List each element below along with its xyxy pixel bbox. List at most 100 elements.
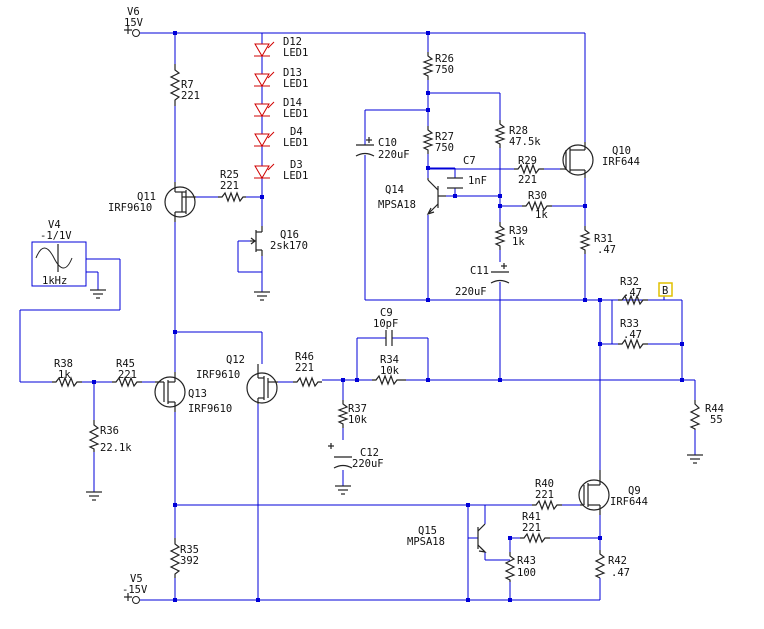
ground-r44	[687, 454, 703, 464]
r33-label: R33	[620, 318, 639, 330]
capacitor-c7-symbol	[447, 177, 463, 189]
c10-value: 220uF	[378, 149, 410, 161]
resistor-r42-symbol	[594, 550, 606, 579]
r36-label: R36	[100, 425, 119, 437]
led-d12-symbol	[254, 41, 275, 57]
d3-model: LED1	[283, 170, 308, 182]
capacitor-c10-symbol	[355, 137, 375, 157]
q13-label: Q13	[188, 388, 207, 400]
ground-v4	[90, 289, 106, 299]
c12-value: 220uF	[352, 458, 384, 470]
supply-v5-symbol	[124, 593, 140, 604]
r40-value: 221	[535, 489, 554, 501]
q16-label: Q16	[280, 229, 299, 241]
c12-label: C12	[360, 447, 379, 459]
r32-label: R32	[620, 276, 639, 288]
r39-label: R39	[509, 225, 528, 237]
r28-value: 47.5k	[509, 136, 541, 148]
v4-id: V4	[48, 219, 61, 231]
transistor-q10-symbol	[560, 142, 594, 178]
r35-label: R35	[180, 544, 199, 556]
r45-label: R45	[116, 358, 135, 370]
resistor-r34-symbol	[372, 374, 406, 386]
resistor-r28-symbol	[494, 120, 506, 148]
r34-value: 10k	[380, 365, 400, 377]
led-d3-symbol	[254, 163, 275, 179]
led-d13-symbol	[254, 71, 275, 87]
resistor-r31-symbol	[579, 226, 591, 254]
wires	[19, 32, 696, 601]
r44-label: R44	[705, 403, 724, 415]
q16-model: 2sk170	[270, 240, 308, 252]
v5-id: V5	[130, 573, 143, 585]
led-d14-symbol	[254, 101, 275, 117]
r30-value: 1k	[535, 209, 548, 221]
q14-model: MPSA18	[378, 199, 416, 211]
v6-id: V6	[127, 6, 140, 18]
q15-label: Q15	[418, 525, 437, 537]
capacitor-c11-symbol	[490, 263, 510, 284]
r41-label: R41	[522, 511, 541, 523]
q14-label: Q14	[385, 184, 404, 196]
r36-value: 22.1k	[100, 442, 132, 454]
component-labels: V6 15V V5 -15V V4 -1/1V 1kHz D12 LED1 D1…	[40, 6, 724, 596]
transistors	[154, 142, 610, 553]
resistor-r7-symbol	[169, 64, 181, 106]
q9-model: IRF644	[610, 496, 648, 508]
r32-value: .47	[623, 287, 642, 299]
transistor-q11-symbol	[164, 182, 196, 222]
d14-model: LED1	[283, 108, 308, 120]
r34-label: R34	[380, 354, 399, 366]
r43-label: R43	[517, 555, 536, 567]
c7-label: C7	[463, 155, 476, 167]
d4-model: LED1	[283, 137, 308, 149]
r41-value: 221	[522, 522, 541, 534]
r43-value: 100	[517, 567, 536, 579]
resistor-r29-symbol	[514, 163, 544, 175]
probe-b-marker[interactable]: B	[658, 282, 673, 300]
r27-value: 750	[435, 142, 454, 154]
transistor-q9-symbol	[578, 470, 610, 515]
r42-label: R42	[608, 555, 627, 567]
resistor-r25-symbol	[218, 191, 246, 203]
transistor-q13-symbol	[154, 372, 186, 412]
q10-model: IRF644	[602, 156, 640, 168]
resistor-r40-symbol	[532, 499, 562, 511]
ground-symbols	[86, 289, 703, 501]
r31-value: .47	[597, 244, 616, 256]
led-chain	[254, 41, 275, 179]
resistors	[52, 52, 701, 582]
q12-label: Q12	[226, 354, 245, 366]
v5-value: -15V	[122, 584, 148, 596]
resistor-r36-symbol	[88, 420, 100, 452]
resistor-r35-symbol	[169, 538, 181, 578]
source-v4-symbol	[31, 241, 87, 287]
r38-label: R38	[54, 358, 73, 370]
transistor-q15-symbol	[477, 523, 487, 553]
junction-dots	[92, 31, 684, 602]
resistor-r43-symbol	[504, 552, 516, 582]
c11-value: 220uF	[455, 286, 487, 298]
resistor-r33-symbol	[618, 338, 648, 350]
r26-value: 750	[435, 64, 454, 76]
r25-value: 221	[220, 180, 239, 192]
r35-value: 392	[180, 555, 199, 567]
r33-value: .47	[623, 329, 642, 341]
r37-value: 10k	[348, 414, 368, 426]
c10-label: C10	[378, 137, 397, 149]
resistor-r45-symbol	[112, 376, 142, 388]
c7-value: 1nF	[468, 175, 487, 187]
transistor-q14-symbol	[426, 178, 446, 216]
capacitor-c9-symbol	[385, 330, 393, 346]
v4-freq: 1kHz	[42, 275, 67, 287]
led-d4-symbol	[254, 131, 275, 147]
q13-model: IRF9610	[188, 403, 232, 415]
r7-label: R7	[181, 79, 194, 91]
v6-value: 15V	[124, 17, 144, 29]
ground-r36	[86, 491, 102, 501]
d14-id: D14	[283, 97, 302, 109]
q15-model: MPSA18	[407, 536, 445, 548]
resistor-r44-symbol	[689, 400, 701, 430]
r38-value: 1k	[58, 369, 71, 381]
